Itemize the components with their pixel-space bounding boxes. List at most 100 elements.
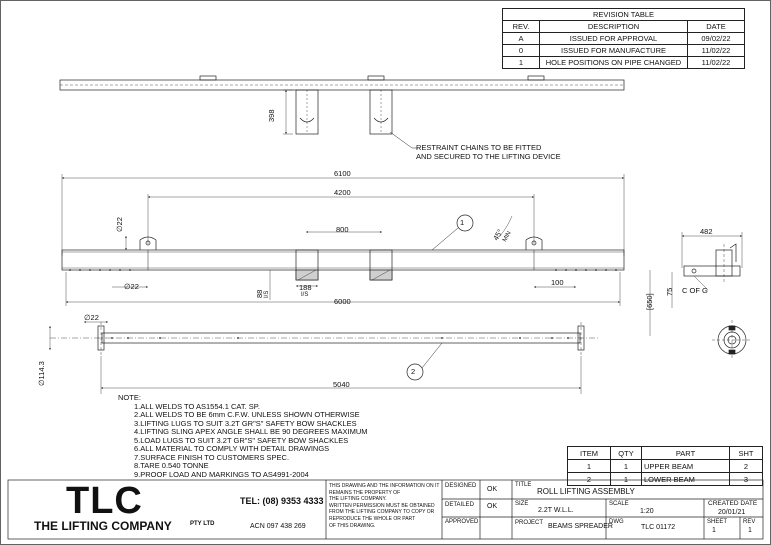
parts-item: 1 — [567, 459, 611, 473]
project-value: BEAMS SPREADER — [548, 523, 613, 530]
revision-description: ISSUED FOR MANUFACTURE — [539, 44, 688, 57]
note-item: 2.ALL WELDS TO BE 6mm C.F.W. UNLESS SHOW… — [134, 410, 360, 419]
sheet-value: 1 — [712, 527, 716, 534]
note-item: 6.ALL MATERIAL TO COMPLY WITH DETAIL DRA… — [134, 444, 330, 453]
dim-482: 482 — [700, 227, 713, 236]
rev-label: REV — [743, 519, 756, 525]
revision-rev: 1 — [502, 56, 540, 69]
restraint-note-line1: RESTRAINT CHAINS TO BE FITTED — [416, 143, 542, 152]
dim-114-3: ∅114.3 — [37, 361, 46, 386]
note-item: 9.PROOF LOAD AND MARKINGS TO AS4991-2004 — [134, 469, 309, 479]
parts-row: 1 1 UPPER BEAM 2 — [567, 459, 763, 473]
note-item: 8.TARE 0.540 TONNE — [134, 461, 209, 470]
created-date-label: CREATED DATE — [708, 500, 758, 507]
revision-header-date: DATE — [687, 20, 745, 33]
parts-sht: 2 — [729, 459, 763, 473]
dim-22-pipe: ∅22 — [84, 313, 99, 322]
company-acn: ACN 097 438 269 — [250, 523, 306, 530]
rev-value: 1 — [748, 527, 752, 534]
dim-22-lug: ∅22 — [124, 282, 139, 291]
dim-is-1: I/S — [264, 290, 270, 298]
balloon-1-label: 1 — [460, 218, 465, 227]
designed-value: OK — [487, 486, 498, 493]
dim-22-vertical: ∅22 — [115, 217, 124, 232]
revision-row: A ISSUED FOR APPROVAL 09/02/22 — [502, 32, 745, 45]
title-block-frame — [7, 479, 764, 540]
note-item: 5.LOAD LUGS TO SUIT 3.2T GR"S" SAFETY BO… — [134, 435, 349, 445]
detailed-value: OK — [487, 503, 498, 510]
note-item: 7.SURFACE FINISH TO CUSTOMERS SPEC. — [134, 452, 290, 462]
scale-value: 1:20 — [640, 508, 654, 515]
dim-650: [650] — [645, 293, 654, 310]
disclaimer-line: REMAINS THE PROPERTY OF — [329, 489, 401, 496]
disclaimer-line: REPRODUCE THE WHOLE OR PART — [329, 515, 416, 522]
balloon-2-label: 2 — [411, 367, 416, 376]
revision-rev: 0 — [502, 44, 540, 57]
parts-qty: 1 — [610, 472, 642, 486]
drawing-title: ROLL LIFTING ASSEMBLY — [537, 487, 635, 496]
parts-header-part: PART — [641, 446, 730, 460]
disclaimer-line: OF THIS DRAWING. — [329, 522, 376, 529]
dim-398: 398 — [267, 109, 276, 122]
upper-beam-top-view — [59, 75, 625, 149]
parts-item: 2 — [567, 472, 611, 486]
parts-row: 2 1 LOWER BEAM 3 — [567, 472, 763, 486]
disclaimer-line: WRITTEN PERMISSION MUST BE OBTAINED — [329, 502, 435, 509]
parts-name: LOWER BEAM — [641, 472, 730, 486]
beam-hole-pattern — [69, 269, 617, 339]
general-notes: NOTE: 1.ALL WELDS TO AS1554.1 CAT. SP. 2… — [118, 393, 368, 479]
assembly-front-view — [61, 174, 673, 336]
disclaimer-line: FROM THE LIFTING COMPANY TO COPY OR — [329, 509, 435, 516]
revision-date: 09/02/22 — [687, 32, 745, 45]
dim-4200: 4200 — [334, 188, 351, 197]
dim-88: 88 — [255, 289, 264, 298]
copyright-disclaimer: THIS DRAWING AND THE INFORMATION ON IT R… — [329, 483, 439, 529]
company-logo: TLC — [66, 480, 143, 522]
disclaimer-line: THE LIFTING COMPANY. — [329, 496, 387, 503]
assembly-side-view — [681, 232, 743, 291]
revision-date: 11/02/22 — [687, 56, 745, 69]
size-value: 2.2T W.L.L. — [538, 507, 574, 514]
notes-title: NOTE: — [118, 393, 141, 402]
revision-header-rev: REV. — [502, 20, 540, 33]
c-of-g-label: C OF G — [682, 286, 708, 295]
revision-row: 0 ISSUED FOR MANUFACTURE 11/02/22 — [502, 44, 745, 57]
lower-beam-pipe-view — [49, 320, 752, 394]
parts-header-item: ITEM — [567, 446, 611, 460]
created-date-value: 20/01/21 — [718, 509, 746, 516]
sheet-label: SHEET — [707, 519, 728, 525]
parts-name: UPPER BEAM — [641, 459, 730, 473]
company-phone: TEL: (08) 9353 4333 — [240, 496, 324, 506]
parts-sht: 3 — [729, 472, 763, 486]
dim-6000: 6000 — [334, 297, 351, 306]
dim-800: 800 — [336, 225, 349, 234]
note-item: 4.LIFTING SLING APEX ANGLE SHALL BE 90 D… — [134, 427, 368, 436]
disclaimer-line: THIS DRAWING AND THE INFORMATION ON IT — [329, 483, 440, 489]
dim-is-2: I/S — [301, 292, 309, 298]
dim-100: 100 — [551, 278, 564, 287]
detailed-label: DETAILED — [445, 502, 474, 508]
size-label: SIZE — [515, 501, 529, 507]
parts-list-table: ITEM QTY PART SHT 1 1 UPPER BEAM 2 2 1 L… — [567, 446, 763, 486]
parts-header-sht: SHT — [729, 446, 763, 460]
revision-date: 11/02/22 — [687, 44, 745, 57]
restraint-note-line2: AND SECURED TO THE LIFTING DEVICE — [416, 152, 561, 161]
scale-label: SCALE — [609, 501, 629, 507]
dim-75: 75 — [665, 287, 674, 296]
company-name: THE LIFTING COMPANY — [34, 519, 172, 533]
dim-5040: 5040 — [333, 380, 350, 389]
revision-header-description: DESCRIPTION — [539, 20, 688, 33]
designed-label: DESIGNED — [445, 483, 477, 489]
revision-description: ISSUED FOR APPROVAL — [539, 32, 688, 45]
dim-188: 188 — [299, 283, 312, 292]
title-label: TITLE — [515, 482, 532, 488]
dwg-number: TLC 01172 — [641, 524, 676, 531]
dim-6100: 6100 — [334, 169, 351, 178]
parts-qty: 1 — [610, 459, 642, 473]
revision-rev: A — [502, 32, 540, 45]
approved-label: APPROVED — [445, 519, 479, 525]
parts-header-qty: QTY — [610, 446, 642, 460]
revision-table: REVISION TABLE REV. DESCRIPTION DATE A I… — [502, 8, 745, 69]
